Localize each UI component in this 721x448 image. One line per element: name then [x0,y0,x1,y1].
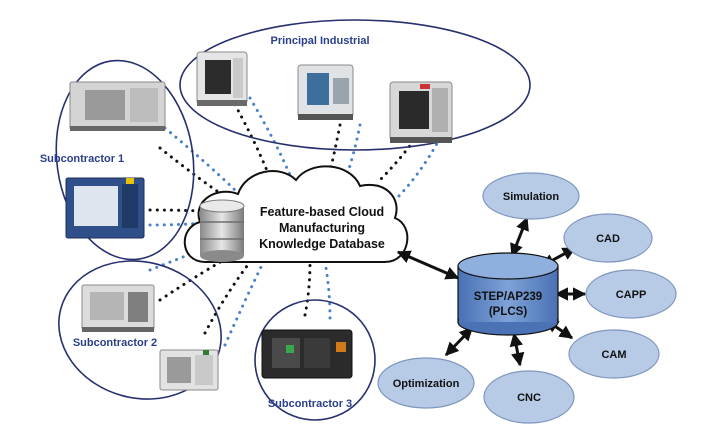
node-cam-label: CAM [601,349,626,361]
hub-label-line-1: STEP/AP239 [474,291,542,303]
group-outline [254,299,376,421]
machine-tool-icon [159,349,219,391]
connection-line [148,220,217,227]
group-label: Subcontractor 2 [73,337,157,349]
group-label: Principal Industrial [270,35,369,47]
machine-tool-icon [81,284,155,332]
connection-line [346,123,362,174]
machine-tool-icon [297,64,354,120]
node-optimization: Optimization [377,357,475,409]
machine-tool-icon [261,329,353,379]
node-simulation-label: Simulation [503,191,560,203]
knowledge-database-cloud: Feature-based Cloud Manufacturing Knowle… [183,165,409,263]
connection-line [303,260,312,317]
node-simulation: Simulation [482,172,580,220]
group-outline [179,19,531,151]
database-icon [199,199,245,262]
arrow-cloud-hub [396,250,460,280]
connection-line [248,96,292,177]
subcontractor-3-group: Subcontractor 3 [254,299,376,421]
machine-tool-icon [69,81,166,131]
node-cad: CAD [563,213,653,263]
node-cnc: CNC [483,370,575,424]
node-optimization-label: Optimization [393,378,460,390]
group-label: Subcontractor 3 [268,398,352,410]
group-outline [58,260,222,400]
hub-label-line-2: (PLCS) [489,306,528,318]
machine-tool-icon [65,177,145,239]
subcontractor-2-group: Subcontractor 2 [58,260,222,400]
connection-line [163,126,242,197]
arrow-optimization [444,326,474,357]
step-ap239-hub: STEP/AP239 (PLCS) [457,252,559,336]
node-cnc-label: CNC [517,392,541,404]
connection-line [323,260,332,320]
connection-line [203,260,252,335]
subcontractor-1-group: Subcontractor 1 [40,59,195,261]
cloud-title-line-3: Knowledge Database [259,237,385,251]
connection-line [376,133,420,184]
machine-tool-icon [196,51,248,106]
connection-line [223,263,264,347]
group-outline [55,59,195,261]
connection-line [393,136,442,202]
cloud-title-line-1: Feature-based Cloud [260,205,384,219]
machine-tool-icon [389,81,453,143]
arrow-cnc [509,332,525,367]
connection-line [328,123,342,174]
arrow-simulation [510,216,529,258]
node-capp-label: CAPP [616,289,647,301]
cloud-title-line-2: Manufacturing [279,221,365,235]
principal-industrial-group: Principal Industrial [179,19,531,151]
node-cad-label: CAD [596,233,620,245]
node-cam: CAM [568,329,660,379]
node-capp: CAPP [585,269,677,319]
group-label: Subcontractor 1 [40,153,124,165]
